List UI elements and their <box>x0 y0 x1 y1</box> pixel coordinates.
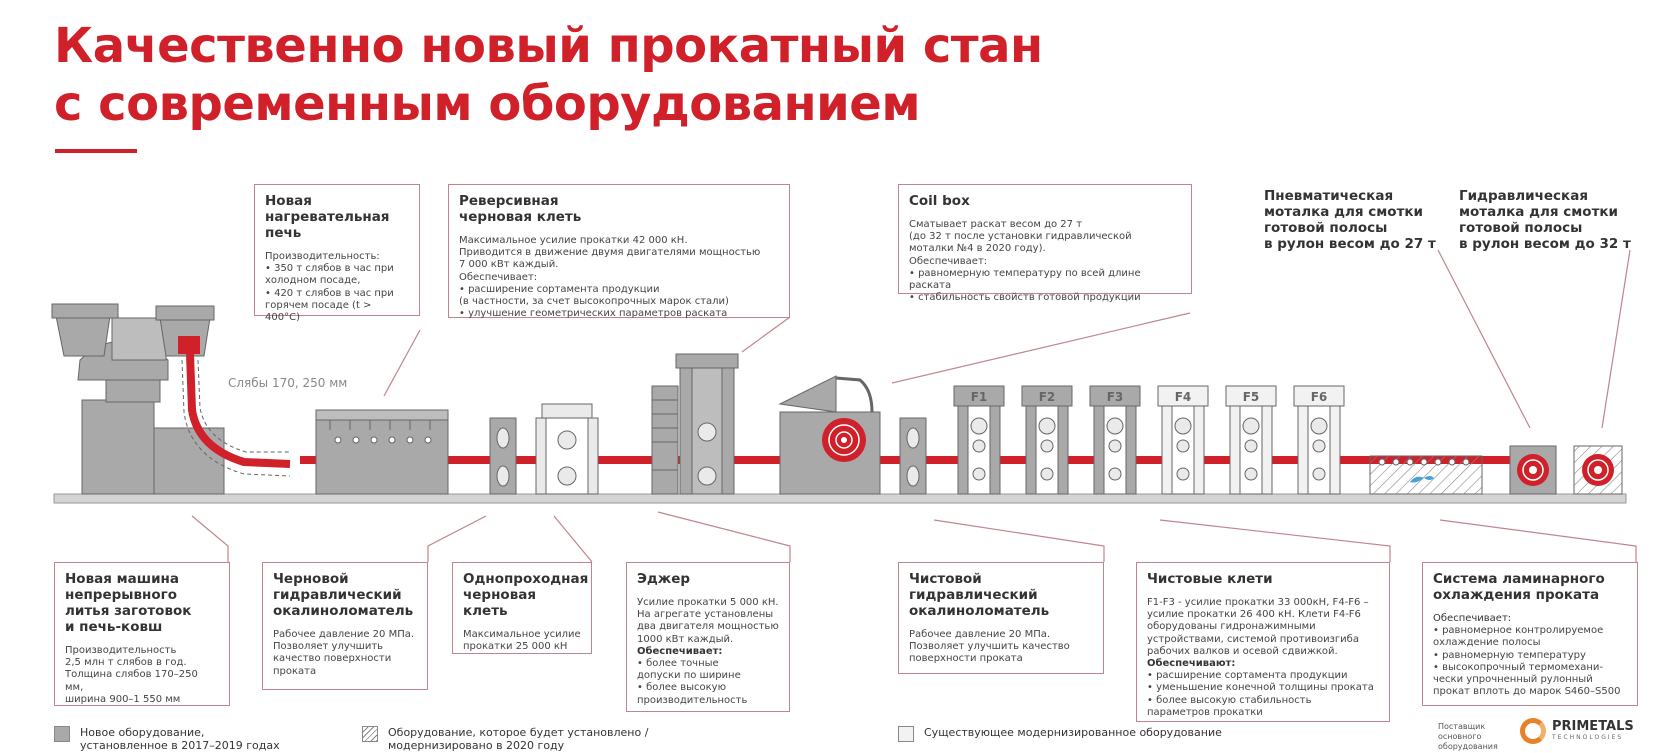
callout-heading: Эджер <box>637 571 691 587</box>
legend-swatch-planned <box>362 726 378 742</box>
stand-label: F6 <box>1311 390 1328 404</box>
callout-rough-descaler: Черновой гидравлический окалиноломатель … <box>262 562 428 690</box>
callout-heading: Чистовые клети <box>1147 571 1273 587</box>
pneumatic-coiler <box>1509 445 1557 495</box>
callout-text: Максимальное усилие прокатки 25 000 кН <box>463 629 581 653</box>
legend-label-existing: Существующее модернизированное оборудова… <box>924 726 1222 739</box>
finishing-stand-f1: F1 <box>953 385 1005 495</box>
reheating-furnace <box>315 409 449 495</box>
connector-lines <box>191 249 1637 563</box>
stand-label: F5 <box>1243 390 1260 404</box>
callout-laminar-cooling: Система ламинарного охлаждения проката О… <box>1422 562 1638 706</box>
hydraulic-coiler <box>1573 445 1623 495</box>
laminar-cooling <box>1369 455 1483 495</box>
callout-heading: Новая нагревательная печь <box>265 193 390 241</box>
callout-heading: Чистовой гидравлический окалиноломатель <box>909 571 1050 619</box>
callout-heading: Новая машина непрерывного литья заготово… <box>65 571 192 635</box>
finishing-stand-f6: F6 <box>1293 385 1345 495</box>
stand-label: F1 <box>971 390 988 404</box>
callout-subheading: Обеспечивает: <box>637 645 723 657</box>
callout-text: Рабочее давление 20 МПа. Позволяет улучш… <box>909 629 1070 665</box>
legend-label-new: Новое оборудование, установленное в 2017… <box>80 726 280 752</box>
finishing-stand-f3: F3 <box>1089 385 1141 495</box>
callout-heading: Система ламинарного охлаждения проката <box>1433 571 1605 603</box>
callout-text: F1-F3 - усилие прокатки 33 000кН, F4-F6 … <box>1147 597 1369 657</box>
legend-existing: Существующее модернизированное оборудова… <box>898 726 1222 742</box>
pneumatic-coiler-label: Пневматическая моталка для смотки готово… <box>1264 188 1436 252</box>
callout-reversing-rougher: Реверсивная черновая клеть Максимальное … <box>448 184 790 320</box>
legend-label-planned: Оборудование, которое будет установлено … <box>388 726 649 752</box>
callout-text: Максимальное усилие прокатки 42 000 кН. … <box>459 235 761 320</box>
floor-base <box>53 493 1627 504</box>
primetals-logo: PRIMETALS TECHNOLOGIES <box>1520 718 1634 744</box>
finishing-stand-f4: F4 <box>1157 385 1209 495</box>
callout-heading: Реверсивная черновая клеть <box>459 193 582 225</box>
supplier-label: Поставщик основного оборудования <box>1438 722 1498 751</box>
callout-caster: Новая машина непрерывного литья заготово… <box>54 562 230 706</box>
legend-planned: Оборудование, которое будет установлено … <box>362 726 648 752</box>
callout-finishing-stands: Чистовые клети F1-F3 - усилие прокатки 3… <box>1136 562 1390 722</box>
logo-ring-icon <box>1520 718 1546 744</box>
single-pass-rougher <box>535 403 599 495</box>
rough-descaler <box>489 417 517 495</box>
callout-finish-descaler: Чистовой гидравлический окалиноломатель … <box>898 562 1104 674</box>
callout-coil-box: Coil box Сматывает раскат весом до 27 т … <box>898 184 1192 303</box>
legend-swatch-existing <box>898 726 914 742</box>
logo-name: PRIMETALS <box>1552 719 1634 734</box>
callout-heading: Черновой гидравлический окалиноломатель <box>273 571 414 619</box>
coil-box <box>778 375 881 495</box>
stand-label: F4 <box>1175 390 1192 404</box>
callout-edger: Эджер Усилие прокатки 5 000 кН. На агрег… <box>626 562 790 712</box>
hydraulic-coiler-label: Гидравлическая моталка для смотки готово… <box>1459 188 1631 252</box>
callout-text-2: • расширение сортамента продукции • умен… <box>1147 670 1374 718</box>
callout-text: Производительность 2,5 млн т слябов в го… <box>65 645 198 705</box>
finishing-stands: F1 F2 F3 F4 F5 F6 <box>953 385 1345 495</box>
finishing-stand-f5: F5 <box>1225 385 1277 495</box>
callout-single-pass-rougher: Однопроходная черновая клеть Максимально… <box>452 562 592 654</box>
finish-descaler <box>899 417 927 495</box>
reversing-rougher <box>675 353 739 495</box>
callout-heading: Однопроходная черновая клеть <box>463 571 589 619</box>
callout-text: Сматывает раскат весом до 27 т (до 32 т … <box>909 219 1141 304</box>
legend-swatch-new <box>54 726 70 742</box>
callout-subheading: Обеспечивают: <box>1147 658 1236 670</box>
callout-subheading: Обеспечивает: <box>1433 613 1512 624</box>
continuous-caster <box>51 303 291 495</box>
logo-tech: TECHNOLOGIES <box>1552 734 1624 741</box>
stand-label: F3 <box>1107 390 1124 404</box>
callout-text-2: • более точные допуски по ширине • более… <box>637 658 748 706</box>
finishing-stand-f2: F2 <box>1021 385 1073 495</box>
page-title-line-1: Качественно новый прокатный стан <box>54 18 1043 74</box>
callout-reheating-furnace: Новая нагревательная печь Производительн… <box>254 184 420 323</box>
slabs-label: Слябы 170, 250 мм <box>228 376 348 390</box>
callout-text: Производительность: • 350 т слябов в час… <box>265 251 394 324</box>
callout-text: Рабочее давление 20 МПа. Позволяет улучш… <box>273 629 415 677</box>
page-title-line-2: с современным оборудованием <box>54 76 921 132</box>
callout-heading: Coil box <box>909 193 970 209</box>
callout-text: Усилие прокатки 5 000 кН. На агрегате ус… <box>637 597 779 645</box>
stand-label: F2 <box>1039 390 1056 404</box>
edger <box>651 385 679 495</box>
legend-new: Новое оборудование, установленное в 2017… <box>54 726 280 752</box>
title-underline <box>55 149 137 153</box>
callout-text-2: • равномерное контролируемое охлаждение … <box>1433 625 1621 698</box>
